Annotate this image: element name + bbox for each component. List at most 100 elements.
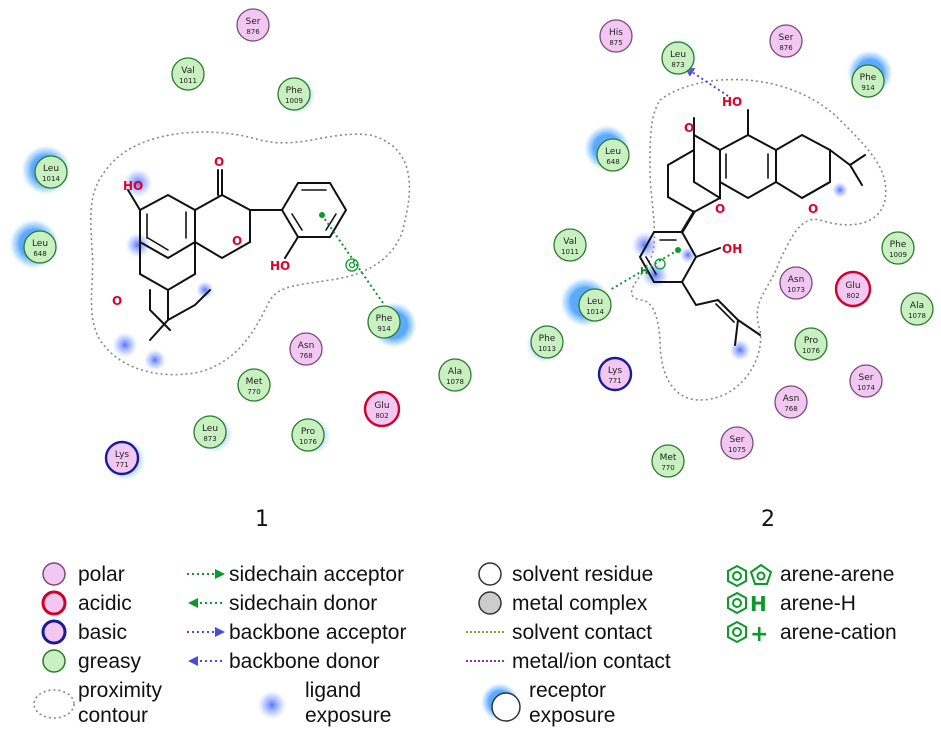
legend-ligand-exposure: ligand exposure: [256, 679, 391, 727]
svg-text:Met: Met: [660, 453, 677, 463]
residue-asn-768: Asn 768: [289, 332, 323, 366]
svg-text:Ala: Ala: [448, 367, 462, 377]
svg-text:Ser: Ser: [859, 373, 874, 383]
legend-acidic: acidic: [41, 590, 132, 616]
svg-text:metal/ion contact: metal/ion contact: [512, 650, 671, 673]
svg-text:solvent residue: solvent residue: [512, 563, 653, 586]
hexagon-icon: [727, 591, 747, 615]
svg-text:768: 768: [784, 405, 797, 413]
hexagon-icon: [727, 620, 747, 644]
legend-receptor-exposure: receptor exposure: [480, 679, 615, 727]
legend-arene-h: H: [727, 591, 767, 616]
legend-arene-arene-label: arene-arene: [780, 563, 894, 586]
svg-text:proximity: proximity: [78, 679, 163, 702]
legend-sidechain-acceptor: sidechain acceptor: [187, 563, 404, 586]
svg-text:1009: 1009: [889, 251, 907, 259]
legend-metal-complex: metal complex: [478, 591, 648, 615]
legend-solvent-contact: solvent contact: [466, 621, 652, 644]
residue-phe-914: Phe 914: [367, 301, 418, 349]
residue-leu-1014: Leu 1014: [559, 276, 612, 328]
panel-1-label: 1: [255, 507, 269, 532]
svg-text:H: H: [640, 266, 648, 277]
panel-2: HO O O O OH H His 875 Leu 873 Ser 8: [525, 19, 934, 532]
svg-text:1011: 1011: [179, 77, 197, 85]
svg-text:sidechain donor: sidechain donor: [229, 592, 377, 615]
svg-text:metal complex: metal complex: [512, 592, 648, 615]
residue-leu-1014: Leu 1014: [20, 144, 72, 196]
svg-text:Phe: Phe: [286, 86, 303, 96]
ligand-1-structure: [127, 169, 348, 341]
svg-text:Phe: Phe: [890, 240, 907, 250]
ligand-2-structure: [638, 109, 866, 346]
svg-text:768: 768: [299, 352, 312, 360]
residue-asn-768: Asn 768: [774, 385, 808, 419]
svg-text:Lys: Lys: [115, 450, 130, 460]
svg-text:1013: 1013: [538, 345, 556, 353]
residue-ser-1075: Ser 1075: [720, 426, 754, 460]
svg-text:Ser: Ser: [730, 435, 745, 445]
residue-lys-771: Lys 771: [103, 438, 147, 482]
legend-arene-cation-label: arene-cation: [780, 621, 897, 644]
svg-text:Asn: Asn: [783, 394, 800, 404]
residue-pro-1076: Pro 1076: [794, 327, 828, 361]
svg-text:Leu: Leu: [202, 424, 218, 434]
legend-arene-cation: +: [727, 620, 768, 647]
atom-label: OH: [722, 242, 742, 256]
legend-polar: polar: [42, 562, 125, 586]
atom-label: O: [214, 155, 224, 169]
svg-text:1075: 1075: [728, 446, 746, 454]
svg-text:770: 770: [247, 388, 260, 396]
residue-val-1011: Val 1011: [553, 228, 587, 262]
residue-asn-1073: Asn 1073: [779, 266, 813, 300]
atom-label: O: [684, 121, 694, 135]
atom-label: HO: [722, 95, 742, 109]
atom-label: O: [808, 202, 818, 216]
residue-leu-648: Leu 648: [583, 124, 631, 172]
legend-backbone-donor: backbone donor: [188, 650, 380, 673]
arene-h-interaction: H: [609, 247, 681, 291]
svg-text:Lys: Lys: [608, 366, 623, 376]
residue-leu-873: Leu 873: [659, 37, 699, 77]
legend-backbone-acceptor: backbone acceptor: [187, 621, 406, 644]
svg-text:Asn: Asn: [298, 341, 315, 351]
svg-text:1078: 1078: [908, 312, 926, 320]
svg-text:Met: Met: [246, 377, 263, 387]
legend-greasy: greasy: [42, 649, 142, 673]
legend-arene-h-label: arene-H: [780, 592, 856, 615]
svg-text:receptor: receptor: [529, 679, 606, 702]
svg-text:876: 876: [779, 44, 793, 52]
svg-text:sidechain acceptor: sidechain acceptor: [229, 563, 404, 586]
svg-text:1014: 1014: [42, 175, 60, 183]
svg-text:Leu: Leu: [43, 164, 59, 174]
svg-text:802: 802: [375, 412, 388, 420]
svg-text:Phe: Phe: [539, 334, 556, 344]
svg-text:Glu: Glu: [374, 401, 389, 411]
svg-text:Phe: Phe: [376, 314, 393, 324]
svg-text:1076: 1076: [802, 347, 820, 355]
proximity-contour: [630, 78, 887, 401]
legend-arene-arene: [727, 563, 773, 588]
residue-met-770: Met 770: [651, 444, 685, 478]
svg-text:802: 802: [846, 292, 859, 300]
svg-text:875: 875: [609, 39, 622, 47]
residue-ala-1078: Ala 1078: [438, 358, 472, 392]
svg-text:648: 648: [606, 158, 619, 166]
svg-text:876: 876: [246, 28, 260, 36]
svg-text:1011: 1011: [561, 248, 579, 256]
residue-ser-1074: Ser 1074: [849, 364, 883, 398]
residue-phe-1009: Phe 1009: [277, 75, 317, 115]
svg-text:H: H: [750, 592, 767, 616]
atom-label: O: [112, 294, 122, 308]
svg-text:His: His: [609, 28, 623, 38]
residue-phe-1013: Phe 1013: [525, 324, 565, 364]
svg-text:Val: Val: [181, 66, 194, 76]
svg-text:greasy: greasy: [78, 650, 142, 673]
residue-glu-802: Glu 802: [834, 270, 872, 308]
residue-phe-1009: Phe 1009: [881, 231, 915, 265]
svg-text:solvent contact: solvent contact: [512, 621, 652, 644]
legend-metal-ion-contact: metal/ion contact: [466, 650, 671, 673]
panel-1: O HO O HO O Ser 876 Val 1011 Phe 1009: [8, 8, 472, 532]
svg-text:1073: 1073: [787, 286, 805, 294]
svg-text:Ala: Ala: [910, 301, 924, 311]
svg-text:1076: 1076: [299, 438, 317, 446]
